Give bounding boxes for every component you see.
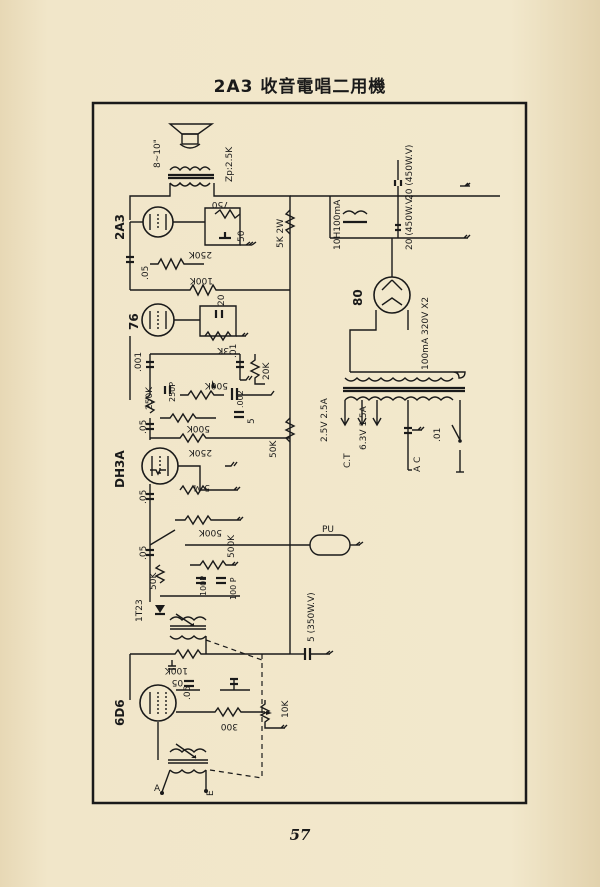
r50k-label: 50K — [269, 440, 279, 458]
r20k-label: 20K — [262, 362, 272, 380]
antenna-e-label: E — [206, 790, 216, 796]
c01-label: .01 — [229, 344, 239, 358]
tube-1t23-label: 1T23 — [135, 599, 145, 622]
diagram-frame — [91, 101, 528, 805]
r750-label: 750 — [212, 199, 229, 209]
pickup-jack — [309, 534, 351, 556]
tube-80-label: 80 — [351, 289, 365, 306]
tube-2a3-label: 2A3 — [113, 214, 127, 240]
transformer-rating-label: 100mA 320V X2 — [421, 297, 431, 370]
cap-mid-label: 20 (450W.V) — [405, 195, 415, 250]
antenna-a-label: A — [154, 784, 161, 794]
ac-label: A C — [413, 457, 423, 472]
c05f-label: .05 — [172, 677, 186, 687]
ct-label: C.T — [343, 453, 353, 468]
r100k-b-label: 100K — [164, 665, 188, 675]
speaker-zp-label: Zp:2.5K — [225, 146, 235, 182]
tube-6d6-label: 6D6 — [113, 699, 127, 726]
r500k-c-label: 500K — [198, 527, 222, 537]
c05a-label: .05 — [141, 266, 151, 280]
choke-label: 10H100mA — [333, 199, 343, 250]
r50k-b-label: 50K — [149, 572, 159, 590]
c250p-label: 250P — [168, 382, 177, 402]
r500k-a-label: 500K — [204, 380, 228, 390]
r500k-d-label: 500K — [227, 534, 237, 558]
page-title: 2A3 收音電唱二用機 — [213, 77, 387, 97]
r10k-label: 10K — [281, 700, 291, 718]
c001-label: .001 — [134, 352, 144, 372]
tube-6d6 — [139, 684, 177, 722]
c05c-label: .05 — [139, 490, 149, 504]
tube-76-label: 76 — [127, 313, 141, 330]
c20-label: 20 — [217, 294, 227, 306]
winding-25-label: 2.5V 2.5A — [320, 397, 330, 442]
speaker-symbol — [168, 123, 215, 187]
winding-63-label: 6.3V 1.5A — [359, 405, 369, 450]
c05e-label: .05 — [183, 686, 193, 700]
c002-label: .002 — [236, 390, 245, 408]
c5-label: 5 — [247, 418, 257, 424]
c100p-b-label: 100 P — [229, 577, 238, 600]
c100p-a-label: 100P — [199, 576, 208, 596]
cap-top-label: 20 (450W.V) — [405, 145, 415, 200]
c50-label: 50 — [237, 230, 247, 242]
ac-cap-label: .01 — [433, 428, 443, 442]
c05d-label: .05 — [139, 546, 149, 560]
tube-dh3a-label: DH3A — [113, 450, 127, 488]
r500k-b-label: 500K — [186, 423, 210, 433]
r250k-b-label: 250K — [145, 386, 155, 410]
res-5k2w-label: 5K 2W — [276, 219, 286, 248]
diode-1t23 — [155, 605, 165, 613]
r300-label: 300 — [221, 721, 238, 731]
r5m-label: 5 M — [194, 482, 210, 492]
r3k-label: 3K — [216, 345, 229, 355]
cap-5-350-label: 5 (350W.V) — [307, 592, 317, 642]
speaker-size-label: 8~10" — [153, 139, 163, 168]
r250k-c-label: 250K — [188, 447, 212, 457]
tube-80 — [373, 276, 411, 314]
pu-label: PU — [322, 525, 334, 535]
r100k-a-label: 100K — [189, 275, 213, 285]
r250k-a-label: 250K — [188, 249, 212, 259]
page-number: 57 — [289, 826, 311, 844]
c05b-label: .05 — [139, 420, 149, 434]
